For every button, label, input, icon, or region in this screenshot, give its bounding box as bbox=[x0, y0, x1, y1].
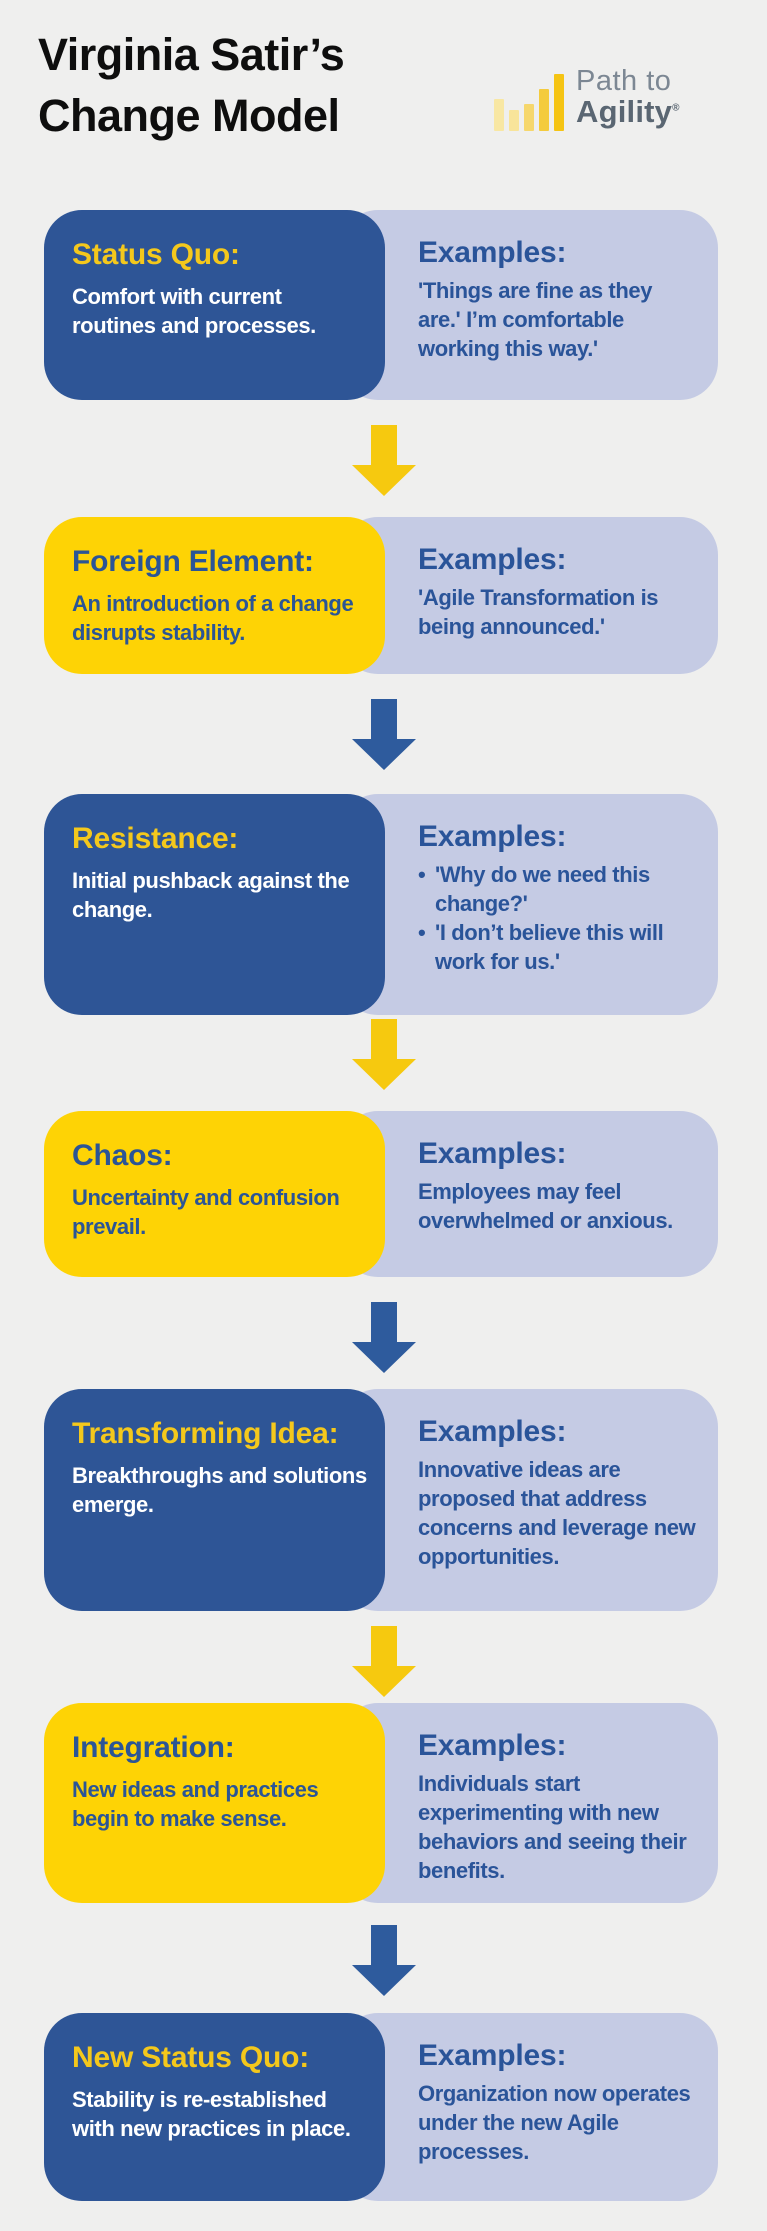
stage-title: Transforming Idea: bbox=[72, 1417, 339, 1450]
examples-text: Employees may feel overwhelmed or anxiou… bbox=[418, 1177, 698, 1235]
example-item: 'I don’t believe this will work for us.' bbox=[418, 918, 698, 976]
logo-text-top: Path to bbox=[576, 65, 672, 97]
bar-chart-icon bbox=[494, 73, 564, 131]
example-item: 'Things are fine as they are.' I’m comfo… bbox=[418, 278, 653, 362]
stage-title: Status Quo: bbox=[72, 238, 240, 271]
stage-box: Integration: New ideas and practices beg… bbox=[44, 1703, 385, 1903]
stage-description: Stability is re-established with new pra… bbox=[72, 2086, 351, 2141]
bar-4 bbox=[539, 88, 549, 131]
examples-box: Examples: Individuals start experimentin… bbox=[340, 1703, 718, 1903]
bar-5 bbox=[554, 73, 564, 131]
examples-heading: Examples: bbox=[418, 820, 567, 853]
example-item: Innovative ideas are proposed that addre… bbox=[418, 1457, 696, 1570]
stage-title: Integration: bbox=[72, 1731, 235, 1764]
stage-row-7: Examples: Organization now operates unde… bbox=[44, 2013, 718, 2201]
stage-description: Initial pushback against the change. bbox=[72, 867, 350, 922]
page-title-line1: Virginia Satir’s bbox=[38, 29, 345, 80]
examples-text: Organization now operates under the new … bbox=[418, 2079, 698, 2166]
stage-row-3: Examples: 'Why do we need this change?''… bbox=[44, 794, 718, 1015]
down-arrow-icon bbox=[352, 1626, 416, 1697]
stage-title: Chaos: bbox=[72, 1139, 173, 1172]
examples-box: Examples: Innovative ideas are proposed … bbox=[340, 1389, 718, 1611]
bar-3 bbox=[524, 103, 534, 131]
stage-title: Foreign Element: bbox=[72, 545, 314, 578]
stage-description: New ideas and practices begin to make se… bbox=[72, 1776, 319, 1831]
stage-box: Resistance: Initial pushback against the… bbox=[44, 794, 385, 1015]
examples-text: 'Agile Transformation is being announced… bbox=[418, 583, 698, 641]
examples-heading: Examples: bbox=[418, 2039, 567, 2072]
examples-heading: Examples: bbox=[418, 1415, 567, 1448]
examples-text: 'Things are fine as they are.' I’m comfo… bbox=[418, 276, 698, 363]
stage-row-6: Examples: Individuals start experimentin… bbox=[44, 1703, 718, 1903]
down-arrow-icon bbox=[352, 1019, 416, 1090]
bar-2 bbox=[509, 109, 519, 131]
stage-box: Transforming Idea: Breakthroughs and sol… bbox=[44, 1389, 385, 1611]
examples-box: Examples: 'Agile Transformation is being… bbox=[340, 517, 718, 674]
examples-text: Individuals start experimenting with new… bbox=[418, 1769, 698, 1885]
example-item: 'Agile Transformation is being announced… bbox=[418, 585, 659, 640]
example-item: Employees may feel overwhelmed or anxiou… bbox=[418, 1179, 673, 1234]
down-arrow-icon bbox=[352, 1925, 416, 1996]
examples-text: 'Why do we need this change?''I don’t be… bbox=[418, 860, 698, 976]
stage-row-5: Examples: Innovative ideas are proposed … bbox=[44, 1389, 718, 1611]
examples-box: Examples: Organization now operates unde… bbox=[340, 2013, 718, 2201]
examples-heading: Examples: bbox=[418, 1729, 567, 1762]
down-arrow-icon bbox=[352, 425, 416, 496]
registered-trademark: ® bbox=[672, 103, 680, 115]
stage-row-2: Examples: 'Agile Transformation is being… bbox=[44, 517, 718, 674]
page-title-line2: Change Model bbox=[38, 90, 340, 142]
logo-text-bottom: Agility® bbox=[576, 94, 680, 130]
example-item: Individuals start experimenting with new… bbox=[418, 1771, 687, 1884]
examples-box: Examples: 'Why do we need this change?''… bbox=[340, 794, 718, 1015]
bar-1 bbox=[494, 98, 504, 131]
stage-box: Foreign Element: An introduction of a ch… bbox=[44, 517, 385, 674]
stage-title: Resistance: bbox=[72, 822, 239, 855]
path-to-agility-logo: Path to Agility® bbox=[494, 66, 680, 131]
down-arrow-icon bbox=[352, 699, 416, 770]
stage-description: An introduction of a change disrupts sta… bbox=[72, 590, 354, 645]
stage-box: Status Quo: Comfort with current routine… bbox=[44, 210, 385, 400]
example-item: 'Why do we need this change?' bbox=[418, 860, 698, 918]
examples-bullet-list: 'Why do we need this change?''I don’t be… bbox=[418, 860, 698, 976]
examples-text: Innovative ideas are proposed that addre… bbox=[418, 1455, 698, 1571]
examples-box: Examples: 'Things are fine as they are.'… bbox=[340, 210, 718, 400]
examples-heading: Examples: bbox=[418, 543, 567, 576]
stage-description: Comfort with current routines and proces… bbox=[72, 283, 316, 338]
example-item: Organization now operates under the new … bbox=[418, 2081, 691, 2165]
stage-row-1: Examples: 'Things are fine as they are.'… bbox=[44, 210, 718, 400]
stage-box: Chaos: Uncertainty and confusion prevail… bbox=[44, 1111, 385, 1277]
examples-heading: Examples: bbox=[418, 236, 567, 269]
down-arrow-icon bbox=[352, 1302, 416, 1373]
examples-box: Examples: Employees may feel overwhelmed… bbox=[340, 1111, 718, 1277]
stage-box: New Status Quo: Stability is re-establis… bbox=[44, 2013, 385, 2201]
stage-title: New Status Quo: bbox=[72, 2041, 310, 2074]
stage-description: Breakthroughs and solutions emerge. bbox=[72, 1462, 367, 1517]
stage-description: Uncertainty and confusion prevail. bbox=[72, 1184, 340, 1239]
examples-heading: Examples: bbox=[418, 1137, 567, 1170]
stage-row-4: Examples: Employees may feel overwhelmed… bbox=[44, 1111, 718, 1277]
